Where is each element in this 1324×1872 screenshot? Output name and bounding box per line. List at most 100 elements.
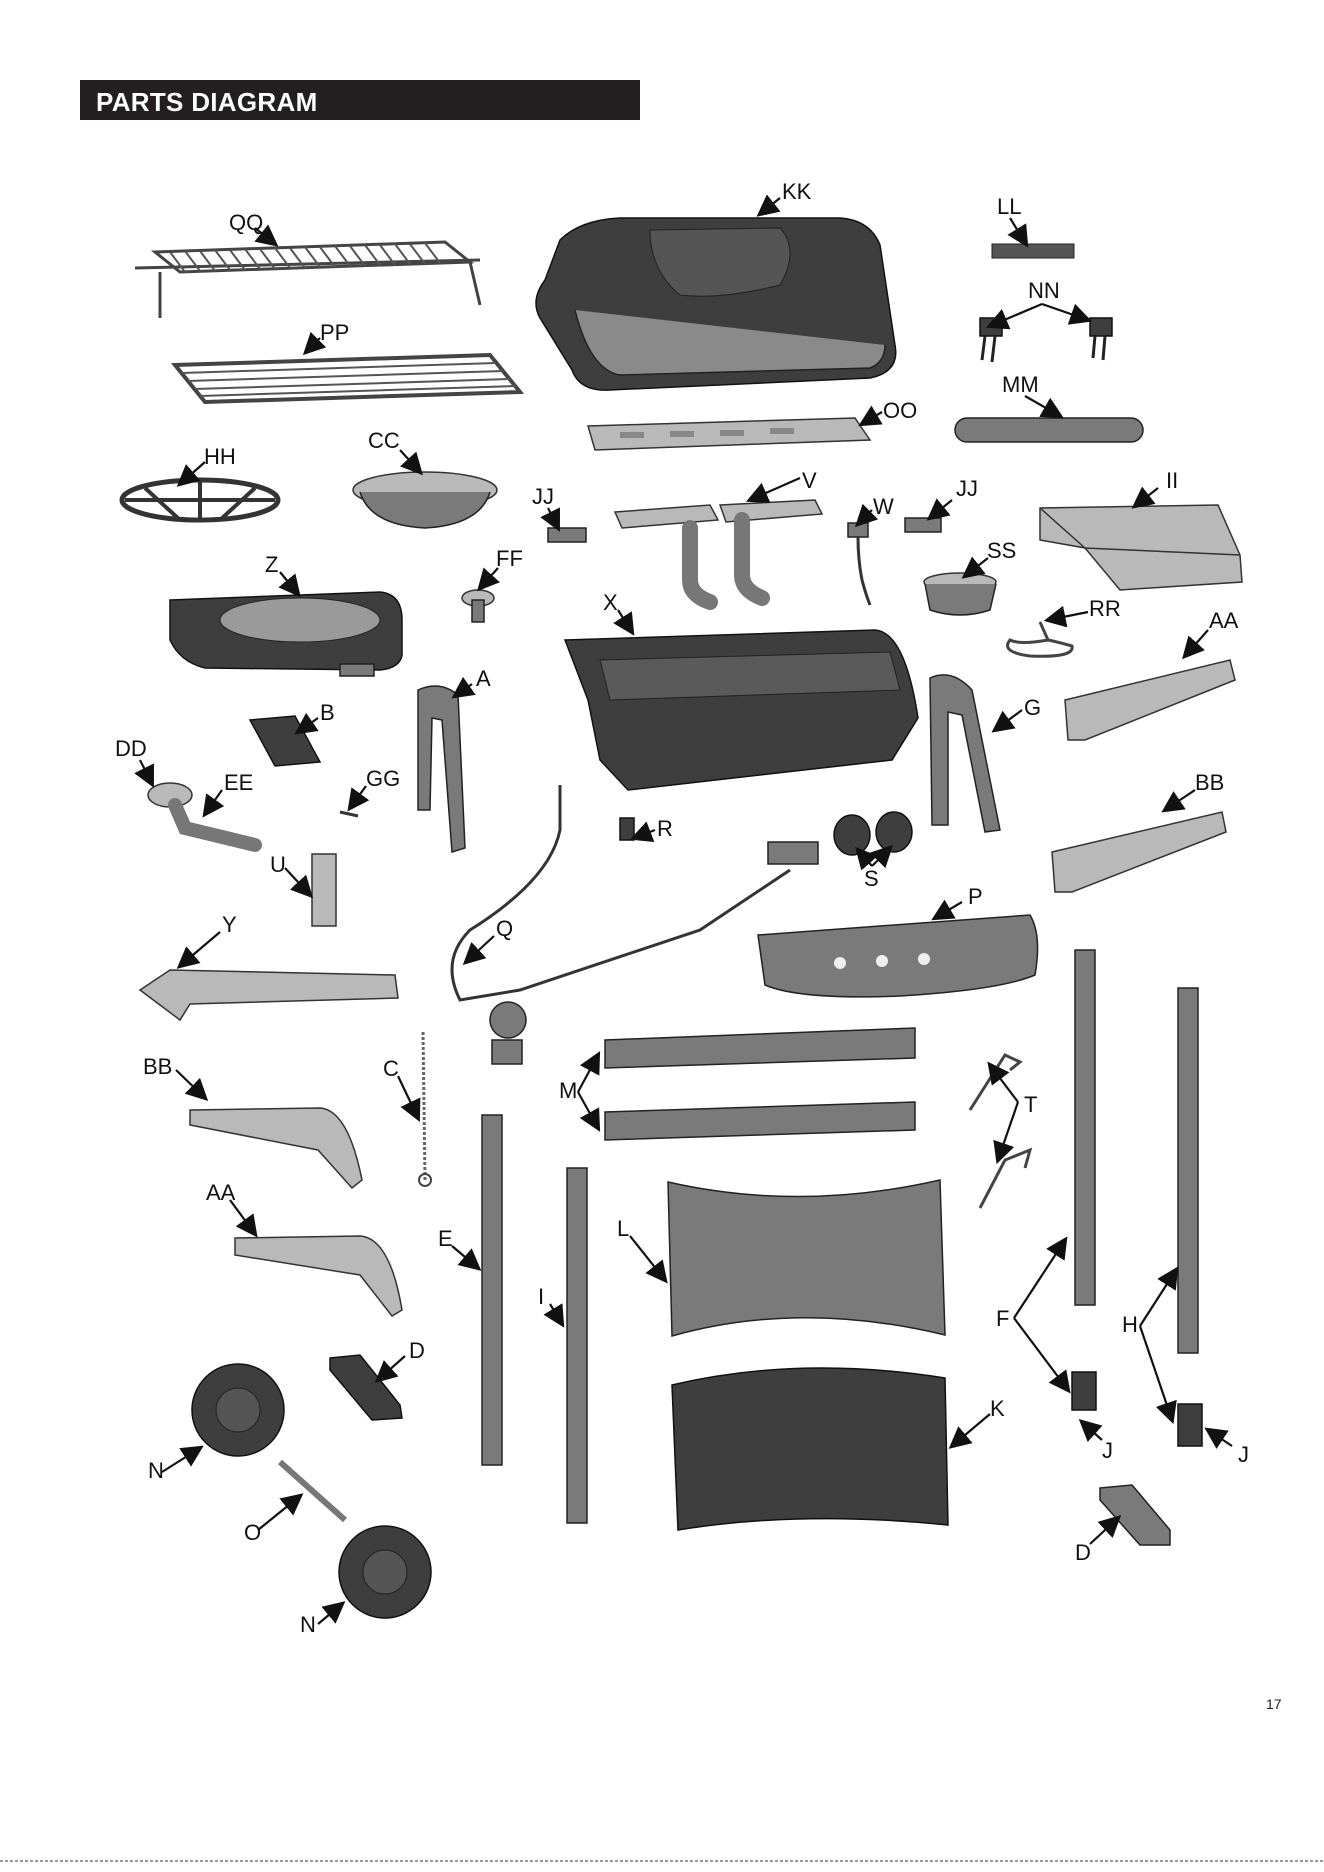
- label-r: R: [657, 816, 673, 841]
- label-d-left: D: [409, 1338, 425, 1363]
- label-jj-right: JJ: [956, 476, 978, 501]
- part-valve-bracket: [312, 854, 336, 926]
- part-warming-rack: [135, 242, 480, 318]
- bottom-rule: [0, 1860, 1324, 1862]
- label-nn: NN: [1028, 278, 1060, 303]
- label-c: C: [383, 1056, 399, 1081]
- part-lid-handle: [955, 418, 1143, 442]
- arrow-ll: [1010, 218, 1026, 244]
- arrow-ff: [480, 568, 498, 588]
- arrow-y: [180, 932, 220, 966]
- arrow-s-right: [872, 848, 890, 866]
- arrow-n-bottom: [318, 1604, 342, 1624]
- part-side-burner-bowl: [353, 472, 497, 528]
- label-k: K: [990, 1396, 1005, 1421]
- part-shelf-brace-right-1: [1065, 660, 1235, 740]
- arrow-j-right: [1208, 1430, 1232, 1446]
- arrow-k: [952, 1414, 990, 1446]
- arrow-pp: [306, 338, 320, 352]
- label-e: E: [438, 1226, 453, 1251]
- arrow-aa-left: [230, 1200, 255, 1234]
- arrow-w: [858, 510, 872, 524]
- label-jj-left: JJ: [532, 484, 554, 509]
- part-leg-caps: [1072, 1372, 1202, 1446]
- part-left-leg-front: [482, 1115, 502, 1465]
- arrow-bb-right: [1165, 790, 1195, 810]
- label-pp: PP: [320, 320, 349, 345]
- arrow-jj-left: [548, 508, 558, 528]
- label-ll: LL: [997, 194, 1021, 219]
- part-control-knobs: [834, 812, 912, 855]
- label-m: M: [559, 1078, 577, 1103]
- arrow-h-top: [1140, 1270, 1176, 1326]
- part-bottom-shelf: [672, 1368, 948, 1530]
- part-match-chain: [419, 1032, 431, 1186]
- arrow-g: [995, 710, 1022, 730]
- arrow-t-bottom: [998, 1102, 1018, 1160]
- label-s: S: [864, 866, 879, 891]
- arrow-aa-right: [1185, 630, 1208, 656]
- part-back-panel: [668, 1180, 945, 1336]
- label-v: V: [802, 468, 817, 493]
- part-cross-braces: [605, 1028, 915, 1140]
- label-g: G: [1024, 695, 1041, 720]
- arrow-x: [618, 610, 632, 632]
- arrow-a: [455, 684, 472, 696]
- arrow-kk: [760, 198, 780, 214]
- label-i: I: [538, 1284, 544, 1309]
- label-d-right: D: [1075, 1540, 1091, 1565]
- part-shelf-brace-right-2: [1052, 812, 1226, 892]
- part-axle: [280, 1462, 345, 1520]
- part-igniter: [620, 818, 634, 840]
- arrow-nn-left: [990, 304, 1042, 326]
- label-j-right: J: [1238, 1442, 1249, 1467]
- label-ss: SS: [987, 538, 1016, 563]
- arrow-gg: [350, 786, 366, 808]
- label-ii: II: [1166, 468, 1178, 493]
- arrow-p: [935, 902, 962, 918]
- label-dd: DD: [115, 736, 147, 761]
- arrow-mm: [1025, 396, 1060, 416]
- label-kk: KK: [782, 179, 812, 204]
- part-logo-plate: [992, 244, 1074, 258]
- part-main-burners: [615, 500, 822, 602]
- arrow-r: [634, 830, 655, 838]
- label-j-left: J: [1102, 1438, 1113, 1463]
- part-left-leg-rear: [567, 1168, 587, 1523]
- label-h: H: [1122, 1312, 1138, 1337]
- label-ff: FF: [496, 546, 523, 571]
- label-q: Q: [496, 916, 513, 941]
- arrow-b: [298, 718, 318, 732]
- part-knob-collar: [462, 590, 494, 622]
- arrow-e: [452, 1246, 478, 1268]
- arrow-v: [750, 478, 800, 500]
- arrow-rr: [1048, 612, 1088, 620]
- arrow-m-top: [578, 1055, 598, 1092]
- label-x: X: [603, 590, 618, 615]
- arrow-c: [398, 1076, 418, 1118]
- part-cooking-grate: [175, 355, 520, 402]
- label-n-top: N: [148, 1458, 164, 1483]
- arrow-dd: [140, 760, 152, 784]
- label-aa-right: AA: [1209, 608, 1239, 633]
- part-side-shelf: [1040, 505, 1242, 590]
- label-u: U: [270, 852, 286, 877]
- part-left-leg-top: [418, 686, 465, 852]
- arrow-j-left: [1082, 1422, 1102, 1440]
- arrow-u: [285, 868, 310, 895]
- label-o: O: [244, 1520, 261, 1545]
- label-mm: MM: [1002, 372, 1039, 397]
- arrow-bb-left: [176, 1070, 205, 1098]
- arrow-z: [280, 572, 298, 594]
- part-heat-deflector: [140, 970, 398, 1020]
- label-t: T: [1024, 1092, 1037, 1117]
- part-electrode: [848, 523, 870, 605]
- part-right-leg-top: [930, 675, 1000, 832]
- part-side-burner-top: [170, 592, 402, 676]
- arrow-nn-right: [1042, 304, 1088, 320]
- label-f: F: [996, 1306, 1009, 1331]
- label-a: A: [476, 666, 491, 691]
- part-shelf-brace-left-1: [190, 1108, 362, 1188]
- label-p: P: [968, 884, 983, 909]
